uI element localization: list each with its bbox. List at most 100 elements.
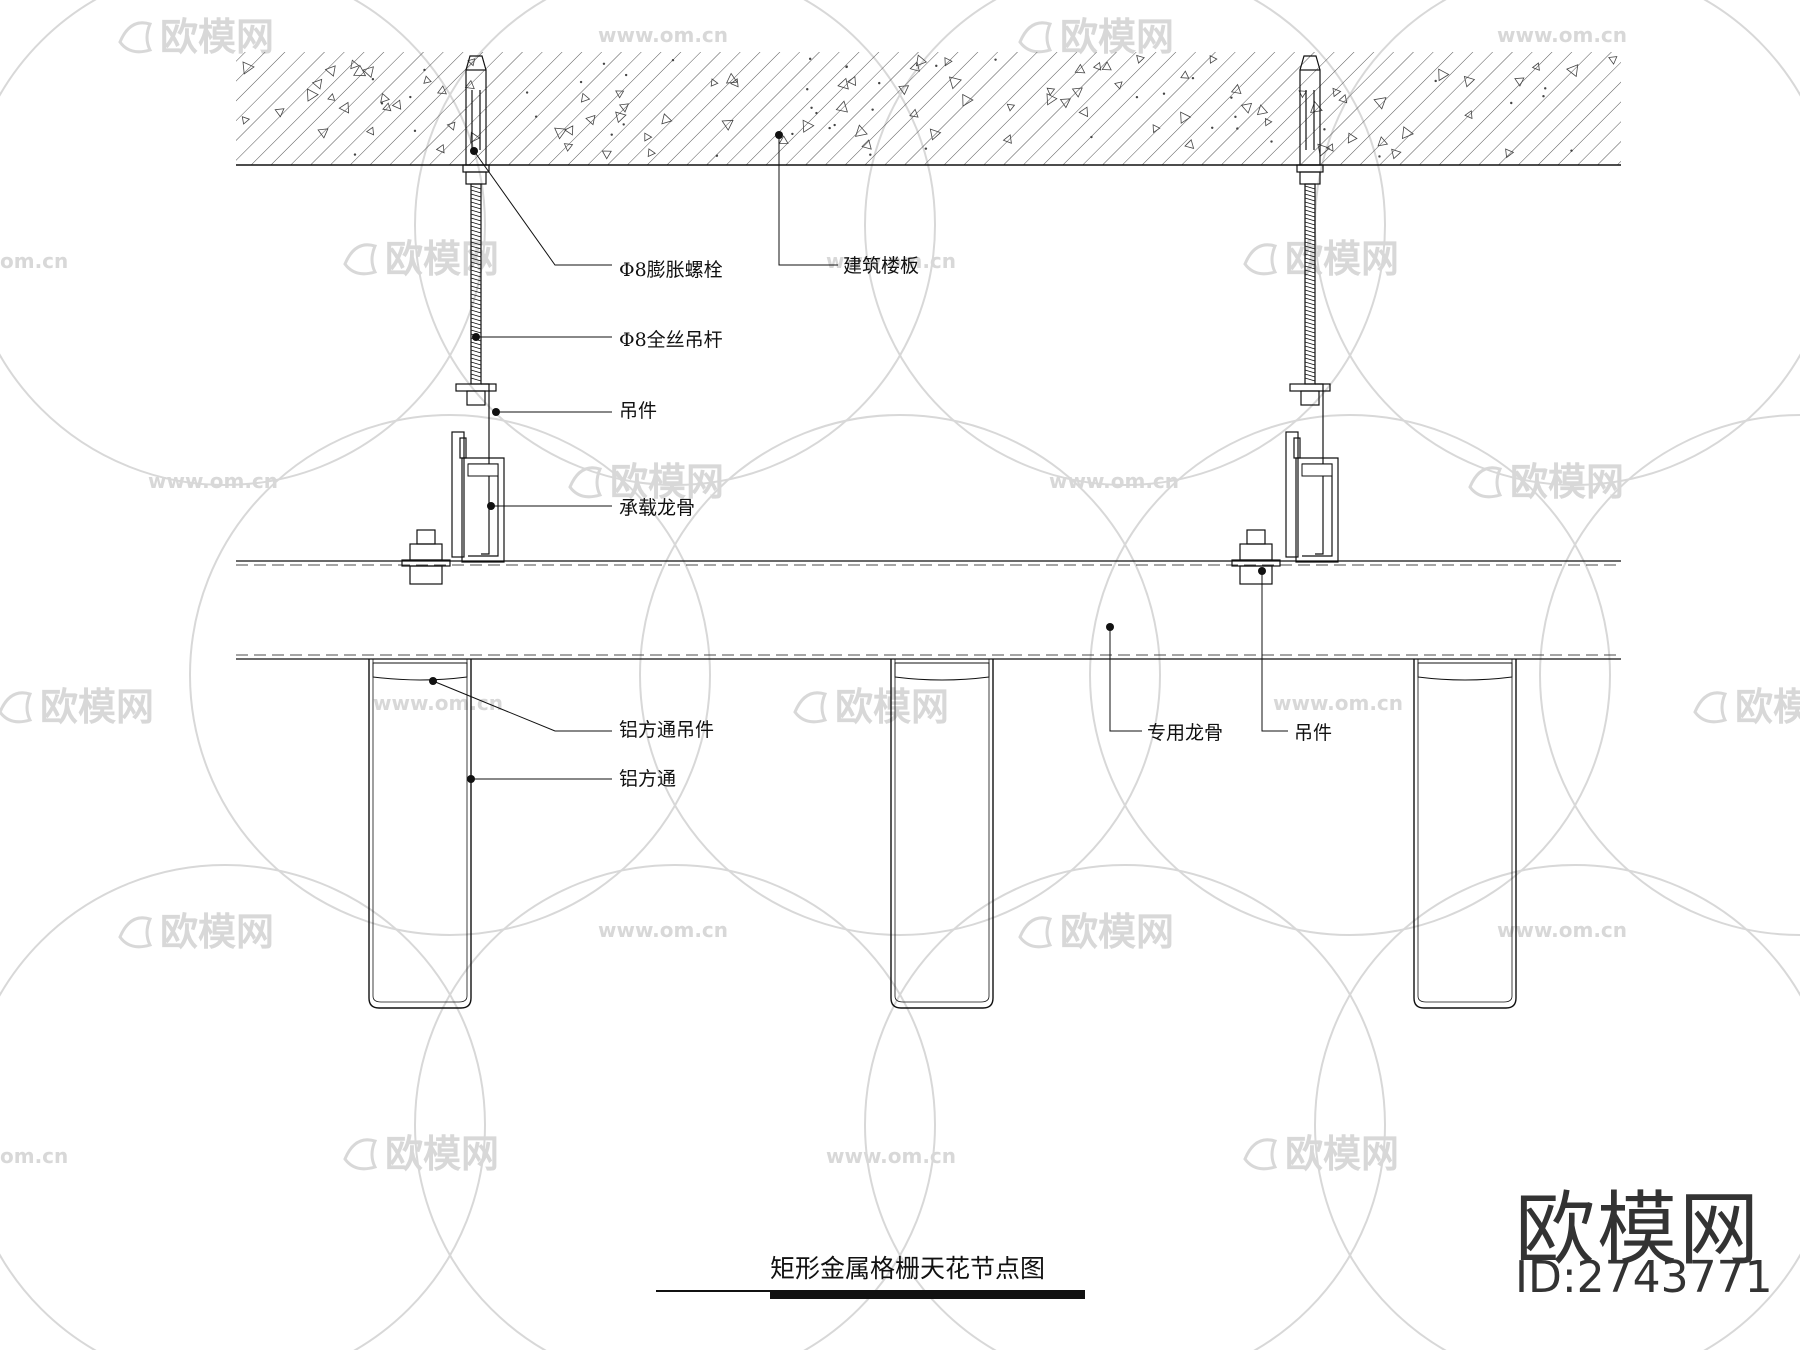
aggregate-triangle (1514, 77, 1525, 87)
watermark-logo-icon (0, 691, 33, 724)
aggregate-triangle (1240, 102, 1253, 114)
aggregate-triangle (730, 78, 739, 88)
aggregate-triangle (644, 132, 653, 142)
aggregate-triangle (1006, 103, 1016, 112)
aggregate-dot (815, 111, 818, 115)
watermark-brand: 欧模网 (610, 460, 724, 504)
aggregate-dot (806, 88, 809, 91)
aggregate-triangle (1114, 81, 1123, 90)
keel-bolt-head (1246, 529, 1266, 545)
aggregate-dot (622, 123, 625, 126)
aggregate-dot (1270, 140, 1273, 143)
aggregate-dot (1570, 149, 1573, 152)
label-tube-hanger: 铝方通吊件 (619, 719, 714, 741)
aggregate-triangle (391, 99, 402, 110)
aggregate-triangle (1608, 56, 1618, 65)
aggregate-triangle (1377, 136, 1389, 147)
watermark-url: www.om.cn (826, 1144, 956, 1168)
aggregate-triangle (962, 93, 974, 107)
leader-line (432, 680, 612, 732)
aggregate-triangle (1317, 143, 1331, 157)
watermark-logo-icon (343, 243, 378, 276)
aggregate-triangle (382, 102, 392, 112)
watermark-logo-icon (1243, 243, 1278, 276)
aggregate-dot (602, 62, 606, 65)
watermark-url: www.om.cn (598, 23, 728, 47)
aggregate-triangle (467, 58, 476, 67)
aggregate-triangle (1391, 148, 1402, 160)
watermark-brand: 欧模网 (1285, 237, 1399, 281)
aggregate-triangle (435, 143, 445, 154)
aggregate-triangle (380, 92, 390, 104)
aggregate-triangle (1464, 110, 1473, 120)
aggregate-triangle (1531, 62, 1540, 71)
aggregate-triangle (585, 114, 596, 126)
carrying-keel-lip (467, 463, 499, 477)
aggregate-dot (534, 115, 538, 118)
watermark-brand: 欧模网 (385, 237, 499, 281)
aggregate-dot (828, 126, 831, 130)
watermark-arc (1539, 414, 1800, 936)
carrying-keel-lip (1301, 463, 1333, 477)
watermark-arc (0, 0, 486, 486)
aggregate-triangle (1347, 132, 1358, 144)
watermark-logo-icon (1693, 691, 1728, 724)
concrete-aggregate (241, 54, 1618, 160)
title-underline-thick (770, 1291, 1085, 1299)
aggregate-triangle (647, 148, 657, 158)
aluminum-tube-inner (894, 659, 990, 1003)
aggregate-dot (935, 64, 938, 68)
aggregate-dot (810, 106, 813, 109)
aggregate-triangle (837, 77, 849, 90)
rod-threads (1304, 185, 1316, 382)
watermark-url: www.om.cn (148, 469, 278, 493)
aggregate-triangle (1046, 93, 1058, 106)
keel-bolt-nut (409, 543, 443, 561)
aggregate-dot (1234, 115, 1237, 119)
floor-slab (236, 52, 1621, 166)
watermark-url: om.cn (0, 1144, 68, 1168)
aggregate-triangle (802, 119, 815, 133)
aggregate-dot (1236, 127, 1239, 130)
aggregate-triangle (563, 143, 574, 152)
watermark-url: www.om.cn (1497, 918, 1627, 942)
keel-bolt-head (416, 529, 436, 545)
watermark-url: om.cn (0, 249, 68, 273)
aggregate-triangle (861, 139, 872, 150)
aggregate-triangle (1046, 87, 1056, 96)
aggregate-triangle (1074, 63, 1086, 74)
aggregate-triangle (350, 59, 360, 70)
aggregate-triangle (898, 85, 910, 96)
rod-washer (1296, 164, 1324, 173)
aggregate-dot (671, 58, 675, 62)
drawing-title: 矩形金属格栅天花节点图 (770, 1254, 1045, 1283)
watermark-url: www.om.cn (1497, 23, 1627, 47)
aggregate-triangle (436, 85, 447, 95)
rod-lower-washer (455, 383, 497, 392)
aggregate-dot (1211, 126, 1214, 129)
aggregate-triangle (1184, 139, 1195, 149)
aggregate-triangle (1264, 117, 1273, 127)
aggregate-triangle (835, 100, 848, 113)
label-expansion-bolt: Φ8膨胀螺栓 (619, 259, 723, 281)
watermark-brand: 欧模网 (1285, 1132, 1399, 1176)
watermark-logo-icon (1018, 916, 1053, 949)
aggregate-dot (624, 73, 628, 77)
aggregate-triangle (470, 131, 481, 144)
aggregate-triangle (317, 128, 329, 139)
brand-logo-text: 欧模网 (1515, 1183, 1761, 1276)
aggregate-triangle (721, 119, 734, 131)
carrying-keel (461, 457, 505, 563)
expansion-bolt-tip (465, 55, 487, 71)
watermark-arc (189, 414, 711, 936)
aggregate-triangle (1338, 94, 1348, 104)
watermark-arc (414, 864, 936, 1350)
watermark-url: www.om.cn (1049, 469, 1179, 493)
brand-id: ID:2743771 (1515, 1252, 1773, 1303)
aggregate-dot (845, 65, 848, 68)
aggregate-triangle (1180, 111, 1192, 124)
aggregate-dot (994, 58, 997, 61)
watermark-brand: 欧模网 (385, 1132, 499, 1176)
aluminum-tube-inner (372, 659, 468, 1003)
